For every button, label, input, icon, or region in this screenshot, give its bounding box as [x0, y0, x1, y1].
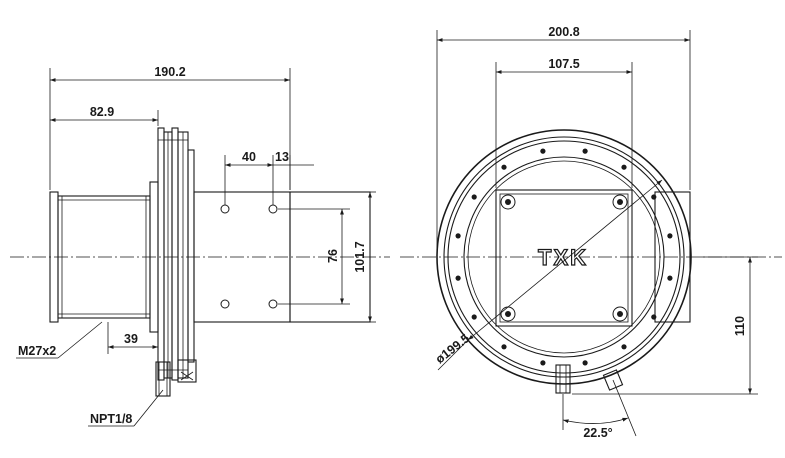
dim-label: 190.2 [154, 65, 185, 79]
bolt-hole [455, 233, 461, 239]
front-view: TXK 200.8 107.5 ø1 [400, 25, 782, 440]
dim-edge-offset: 13 [273, 150, 314, 190]
dim-outer-width: 200.8 [436, 25, 691, 250]
dim-port-angle: 22.5° [562, 379, 637, 440]
dim-body-height: 101.7 [353, 191, 376, 323]
pipe-port-label: NPT1/8 [90, 412, 132, 426]
bolt-hole [455, 275, 461, 281]
bolt-hole [471, 314, 477, 320]
bolt-hole [501, 344, 507, 350]
dim-label: 82.9 [90, 105, 114, 119]
dim-label: 40 [242, 150, 256, 164]
dim-label: ø199.5 [433, 331, 472, 366]
dim-hole-spacing-v: 76 [278, 208, 350, 305]
bolt-hole [621, 344, 627, 350]
dim-label: 200.8 [548, 25, 579, 39]
bolt-hole [651, 314, 657, 320]
leader-thread: M27x2 [16, 321, 103, 359]
dim-center-height: 110 [572, 256, 758, 395]
dim-label: 39 [124, 332, 138, 346]
bolt-hole [540, 148, 546, 154]
mount-hole [220, 299, 230, 309]
bolt-hole [651, 194, 657, 200]
dim-label: 101.7 [353, 241, 367, 272]
dim-window-width: 107.5 [495, 57, 633, 188]
front-bottom-ports [555, 364, 624, 394]
bolt-hole [621, 164, 627, 170]
dim-label: 107.5 [548, 57, 579, 71]
dim-front-depth: 82.9 [50, 105, 159, 126]
leader-pipe-port: NPT1/8 [88, 389, 164, 427]
bolt-hole [582, 360, 588, 366]
bottom-ports [155, 359, 197, 397]
mount-hole [220, 204, 230, 214]
side-view: 190.2 82.9 40 13 76 [10, 65, 390, 427]
bolt-hole [667, 233, 673, 239]
flange-rings [436, 129, 692, 385]
dim-label: 76 [326, 249, 340, 263]
dim-overall-length: 190.2 [49, 65, 291, 190]
square-window: TXK [495, 189, 633, 327]
flange-stack [149, 127, 195, 381]
bolt-hole [540, 360, 546, 366]
dim-label: 13 [275, 150, 289, 164]
dim-label: 22.5° [583, 426, 612, 440]
bolt-hole [582, 148, 588, 154]
mount-hole [268, 299, 278, 309]
dim-label: 110 [733, 316, 747, 336]
bolt-hole [667, 275, 673, 281]
brand-logo: TXK [538, 245, 588, 270]
dim-hole-spacing-h: 40 [224, 150, 274, 205]
bolt-hole [471, 194, 477, 200]
bolt-hole [501, 164, 507, 170]
thread-label: M27x2 [18, 344, 56, 358]
mount-hole [268, 204, 278, 214]
dim-thread-length: 39 [107, 322, 159, 354]
